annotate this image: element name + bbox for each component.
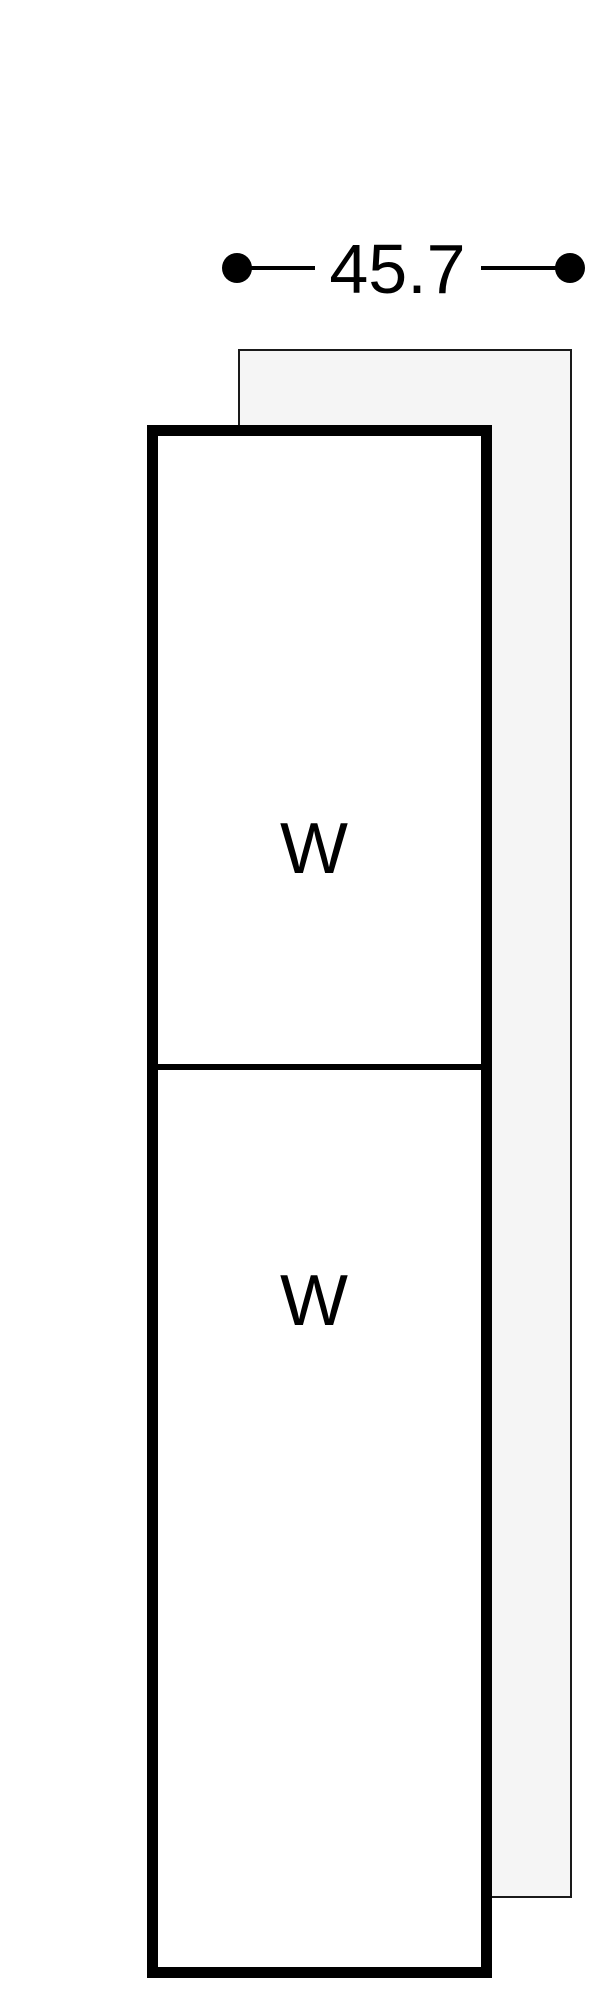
dimension-line-right-segment (481, 266, 556, 270)
dimension-endpoint-left-dot (222, 253, 252, 283)
dimension-endpoint-right-dot (555, 253, 585, 283)
compartment-label-top: W (280, 809, 348, 889)
dimension-line-left-segment (249, 266, 315, 270)
appliance-rect (147, 425, 492, 1978)
compartment-label-bottom: W (280, 1261, 348, 1341)
compartment-divider (147, 1064, 492, 1070)
dimension-value-label: 45.7 (329, 230, 466, 308)
